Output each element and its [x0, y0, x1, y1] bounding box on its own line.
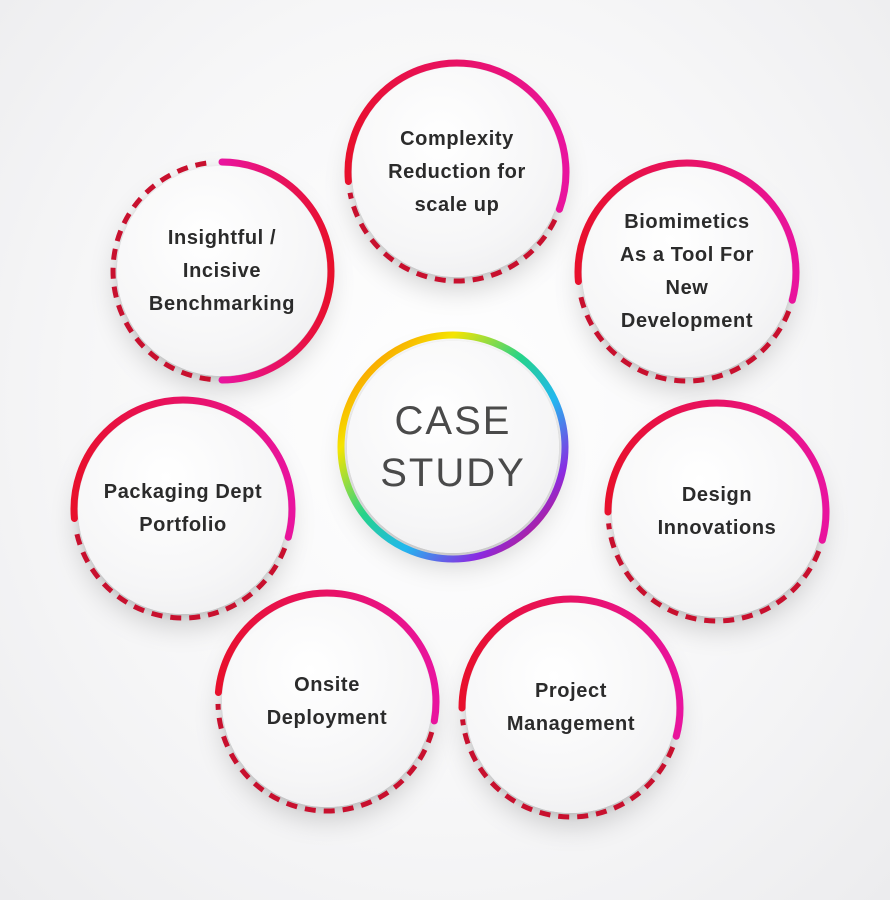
spoke-line: Design	[681, 484, 753, 506]
ring-solid-arc	[218, 158, 335, 384]
spoke-label: Insightful / Incisive Benchmarking	[117, 166, 327, 376]
spoke-disc	[582, 167, 792, 377]
ring-dashed-arc	[347, 192, 558, 284]
ring-dashed-arc	[215, 703, 435, 814]
ring-dashed-arc	[110, 160, 211, 382]
ring-solid-arc	[70, 396, 296, 541]
spoke-label: Packaging Dept Portfolio	[78, 404, 288, 614]
ring-solid-arc	[604, 399, 830, 544]
spoke-line: Deployment	[266, 707, 388, 729]
ring-dashed-arc	[73, 529, 288, 621]
spoke-label: Biomimetics As a Tool For New Developmen…	[582, 167, 792, 377]
spoke-disc	[612, 407, 822, 617]
ring-dashed-arc	[606, 523, 822, 624]
spoke-line: Benchmarking	[148, 292, 296, 315]
spoke-label: Project Management	[466, 603, 676, 813]
spoke-disc	[352, 67, 562, 277]
ring-solid-arc	[344, 59, 570, 213]
spoke-line: Insightful /	[167, 226, 277, 249]
spoke-line: Innovations	[657, 517, 777, 539]
spoke-line: Biomimetics	[624, 211, 750, 233]
ring-solid-arc	[458, 595, 684, 740]
spoke-label: Onsite Deployment	[222, 597, 432, 807]
spoke-line: Complexity	[400, 127, 514, 150]
hub-ring	[337, 331, 569, 563]
spoke-label: Complexity Reduction for scale up	[352, 67, 562, 277]
spoke-line: As a Tool For	[619, 244, 755, 266]
hub-line-1: CASE	[394, 399, 512, 443]
ring-solid-arc	[574, 159, 800, 304]
hub-disc	[347, 341, 559, 553]
spoke-line: New	[665, 277, 709, 299]
spoke-line: Management	[506, 713, 636, 735]
spoke-disc	[466, 603, 676, 813]
spoke-line: Reduction for	[388, 160, 526, 183]
hub-line-2: STUDY	[380, 451, 526, 495]
ring-dashed-arc	[460, 719, 676, 820]
ring-solid-arc	[214, 589, 440, 725]
ring-dashed-arc	[577, 292, 792, 384]
spoke-line: Onsite	[294, 674, 360, 696]
spoke-line: Development	[620, 310, 754, 332]
spoke-line: Portfolio	[139, 514, 227, 536]
spoke-disc	[117, 166, 327, 376]
spoke-line: Incisive	[182, 259, 262, 282]
spoke-disc	[78, 404, 288, 614]
spoke-line: scale up	[414, 193, 500, 216]
spoke-line: Packaging Dept	[103, 481, 263, 503]
spoke-label: Design Innovations	[612, 407, 822, 617]
spoke-line: Project	[534, 680, 607, 702]
hub-label: CASE STUDY	[347, 341, 559, 553]
spoke-disc	[222, 597, 432, 807]
